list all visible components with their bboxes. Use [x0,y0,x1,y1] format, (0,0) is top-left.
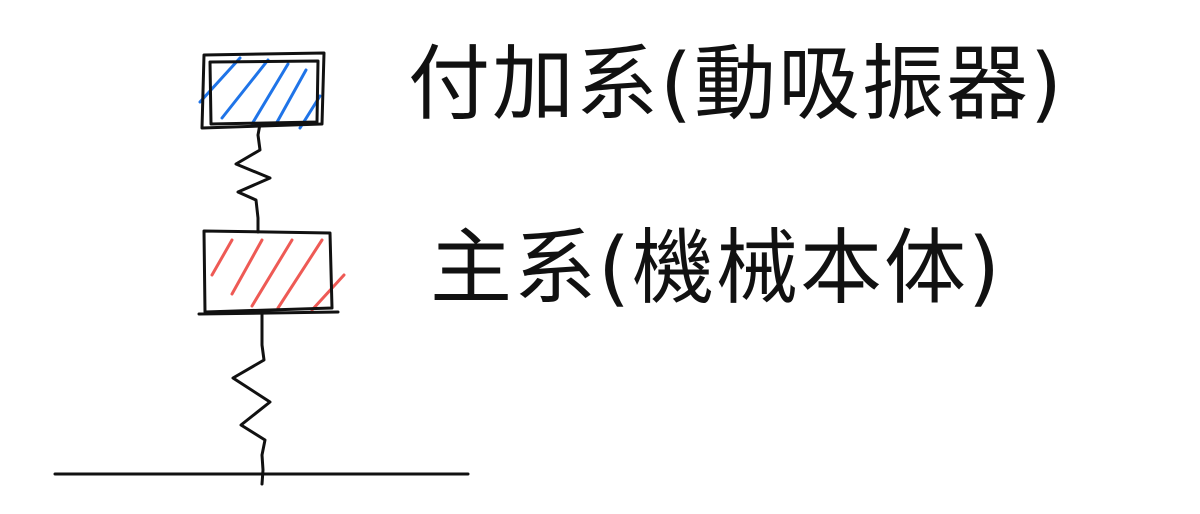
auxiliary-mass-box [200,51,326,130]
main-mass-box [197,229,340,316]
main-mass-hatch [210,238,346,312]
main-system-label: 主系(機械本体) [430,221,1002,316]
auxiliary-system-label: 付加系(動吸振器) [408,37,1064,132]
lower-spring [231,310,272,486]
upper-spring [234,122,272,234]
auxiliary-mass-hatch [198,56,322,130]
